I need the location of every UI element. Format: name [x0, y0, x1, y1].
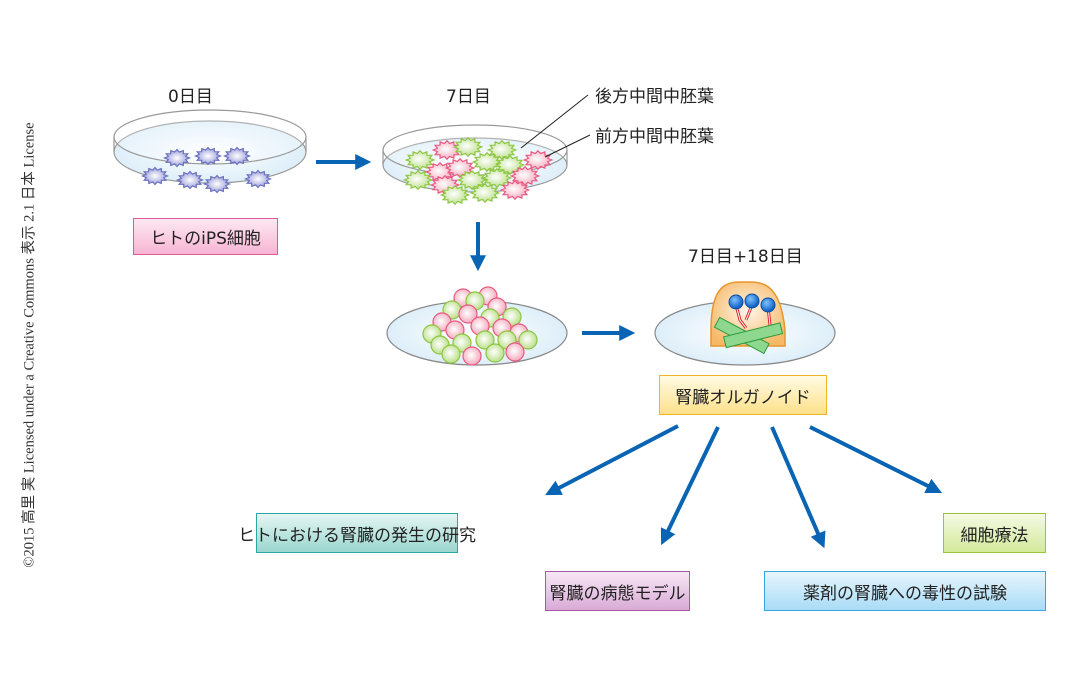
- leader-line-anterior: [544, 134, 591, 158]
- posterior-mesoderm-cell: [439, 184, 471, 206]
- aggregate-plate: [386, 286, 568, 366]
- petri-dish-day0: [113, 109, 307, 194]
- application-cell-therapy: 細胞療法: [943, 513, 1046, 553]
- aggregate-cell: [462, 346, 482, 366]
- ips-cell-box: ヒトのiPS細胞: [133, 218, 278, 255]
- aggregate-cell: [485, 343, 505, 363]
- stage-label-day0: 0日目: [168, 87, 213, 107]
- annotation-posterior-im: 後方中間中胚葉: [595, 87, 714, 107]
- posterior-mesoderm-cell: [471, 151, 503, 173]
- ips-cell: [202, 174, 232, 194]
- organoid-structures: [713, 293, 784, 355]
- anterior-mesoderm-cell: [431, 139, 463, 161]
- flow-arrows: [316, 154, 943, 549]
- application-development-research: ヒトにおける腎臓の発生の研究: [238, 513, 476, 553]
- stage-label-day7: 7日目: [446, 87, 491, 107]
- mesoderm-cells: [402, 136, 554, 206]
- organoid-plate: [654, 281, 836, 366]
- arrow-to-cell-therapy: [809, 425, 943, 494]
- anterior-mesoderm-cell: [509, 165, 541, 187]
- posterior-mesoderm-cell: [469, 182, 501, 204]
- cell-aggregate: [422, 286, 538, 366]
- petri-dish-day7: [382, 94, 591, 206]
- arrow-to-toxicity-testing: [770, 426, 826, 549]
- aggregate-cell: [505, 342, 525, 362]
- anterior-mesoderm-cell: [522, 149, 554, 171]
- ips-cell: [193, 146, 223, 166]
- posterior-mesoderm-cell: [452, 136, 484, 158]
- ips-cell: [140, 166, 170, 186]
- application-toxicity-testing: 薬剤の腎臓への毒性の試験: [764, 571, 1046, 611]
- ips-cell: [162, 148, 192, 168]
- stage-label-organoid: 7日目+18日目: [688, 247, 803, 267]
- ips-cell: [222, 146, 252, 166]
- arrow-to-development-research: [545, 424, 679, 496]
- leader-line-posterior: [520, 94, 589, 149]
- aggregate-cell: [518, 330, 538, 350]
- ips-cell: [243, 169, 273, 189]
- posterior-mesoderm-cell: [402, 169, 434, 191]
- kidney-organoid-box: 腎臓オルガノイド: [659, 375, 827, 415]
- ips-cells: [140, 146, 273, 194]
- aggregate-cell: [475, 330, 495, 350]
- annotation-anterior-im: 前方中間中胚葉: [595, 127, 714, 147]
- posterior-mesoderm-cell: [404, 149, 436, 171]
- application-disease-model: 腎臓の病態モデル: [545, 571, 690, 611]
- aggregate-cell: [441, 344, 461, 364]
- arrow-to-disease-model: [660, 426, 720, 546]
- aggregate-cell: [458, 304, 478, 324]
- anterior-mesoderm-cell: [499, 179, 531, 201]
- ips-cell: [175, 170, 205, 190]
